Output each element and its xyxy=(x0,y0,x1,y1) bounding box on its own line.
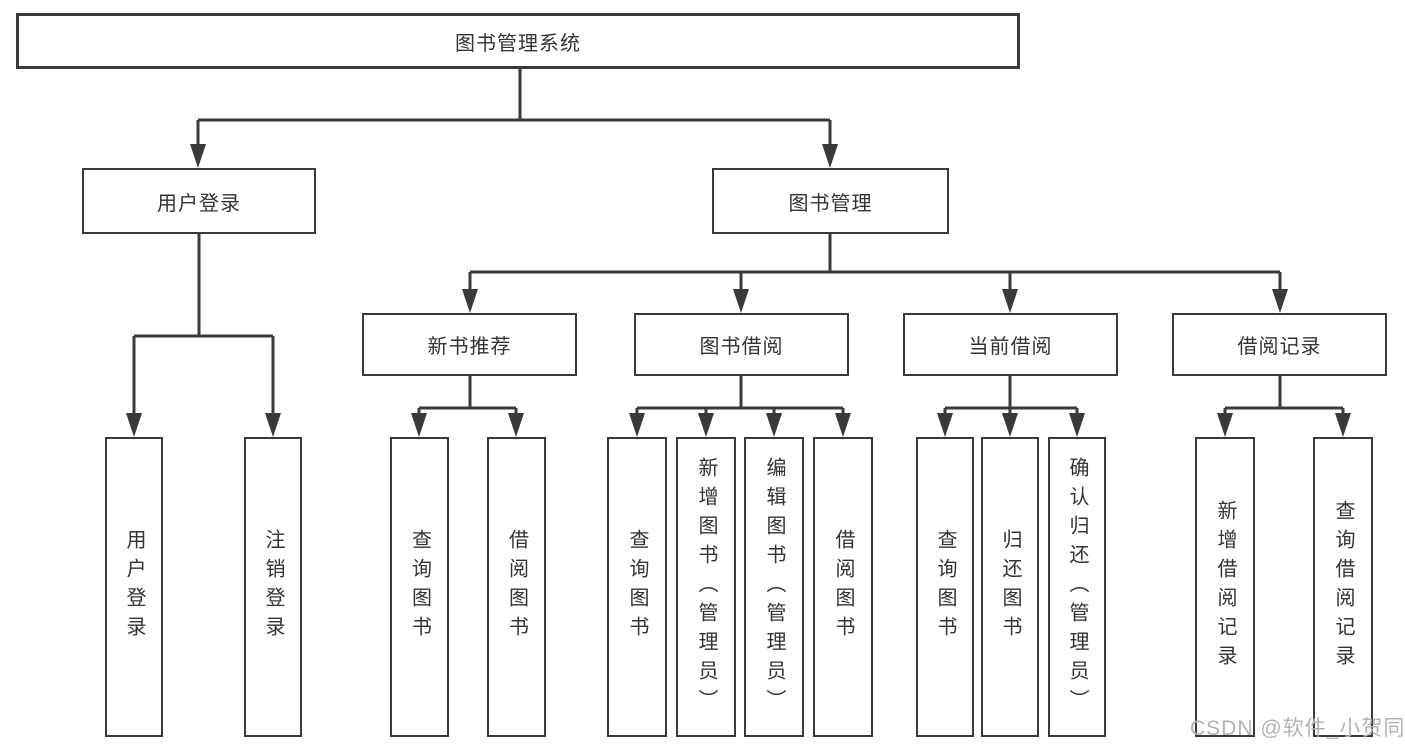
leaf-confirm-return-admin: 确认归还（管理员） xyxy=(1048,437,1106,737)
node-label: 查询图书 xyxy=(408,529,431,645)
node-label: 查询图书 xyxy=(934,529,956,645)
edge-userlogin-to-leaves xyxy=(132,233,275,418)
node-label: 新增借阅记录 xyxy=(1214,500,1236,674)
leaf-query-borrow-record: 查询借阅记录 xyxy=(1313,437,1373,737)
node-label: 新增图书（管理员） xyxy=(695,456,717,718)
leaf-return-book: 归还图书 xyxy=(981,437,1039,737)
node-label: 注销登录 xyxy=(262,529,284,645)
node-new-book-recommend: 新书推荐 xyxy=(362,313,577,376)
node-label: 查询图书 xyxy=(626,529,648,645)
node-current-borrow: 当前借阅 xyxy=(903,313,1118,376)
edge-bookmgmt-to-level3 xyxy=(468,233,1282,293)
leaf-edit-book-admin: 编辑图书（管理员） xyxy=(744,437,804,737)
node-label: 借阅图书 xyxy=(505,529,528,645)
edge-currentborrow-to-leaves xyxy=(943,376,1079,418)
node-user-login: 用户登录 xyxy=(82,168,316,234)
node-label: 归还图书 xyxy=(999,529,1021,645)
node-label: 图书管理系统 xyxy=(455,32,581,55)
leaf-current-query-book: 查询图书 xyxy=(916,437,974,737)
leaf-newrec-query-book: 查询图书 xyxy=(390,437,449,737)
leaf-add-borrow-record: 新增借阅记录 xyxy=(1195,437,1255,737)
edge-root-to-level2 xyxy=(196,68,832,148)
node-label: 图书借阅 xyxy=(699,336,784,358)
node-label: 用户登录 xyxy=(157,192,241,215)
node-label: 当前借阅 xyxy=(968,336,1053,358)
node-borrow-records: 借阅记录 xyxy=(1172,313,1387,376)
edge-newbooks-to-leaves xyxy=(417,376,518,418)
node-label: 查询借阅记录 xyxy=(1332,500,1354,674)
edge-bookborrow-to-leaves xyxy=(635,376,845,418)
watermark: CSDN @软件_小贺同学 xyxy=(1190,717,1405,740)
node-book-borrow: 图书借阅 xyxy=(634,313,849,376)
leaf-add-book-admin: 新增图书（管理员） xyxy=(676,437,736,737)
leaf-user-login: 用户登录 xyxy=(105,437,163,737)
node-label: 确认归还（管理员） xyxy=(1066,456,1088,718)
node-label: 编辑图书（管理员） xyxy=(763,456,785,718)
arrowheads xyxy=(126,144,1351,437)
leaf-borrow-book: 借阅图书 xyxy=(813,437,873,737)
edge-borrowrecords-to-leaves xyxy=(1223,376,1345,418)
node-book-management: 图书管理 xyxy=(712,168,949,234)
node-label: 新书推荐 xyxy=(427,336,512,358)
node-label: 借阅图书 xyxy=(832,529,854,645)
node-label: 图书管理 xyxy=(788,192,873,215)
leaf-borrow-query-book: 查询图书 xyxy=(607,437,667,737)
leaf-logout: 注销登录 xyxy=(244,437,302,737)
node-label: 用户登录 xyxy=(123,529,145,645)
leaf-newrec-borrow-book: 借阅图书 xyxy=(487,437,546,737)
node-label: 借阅记录 xyxy=(1237,336,1322,358)
node-library-management-system: 图书管理系统 xyxy=(16,13,1020,69)
